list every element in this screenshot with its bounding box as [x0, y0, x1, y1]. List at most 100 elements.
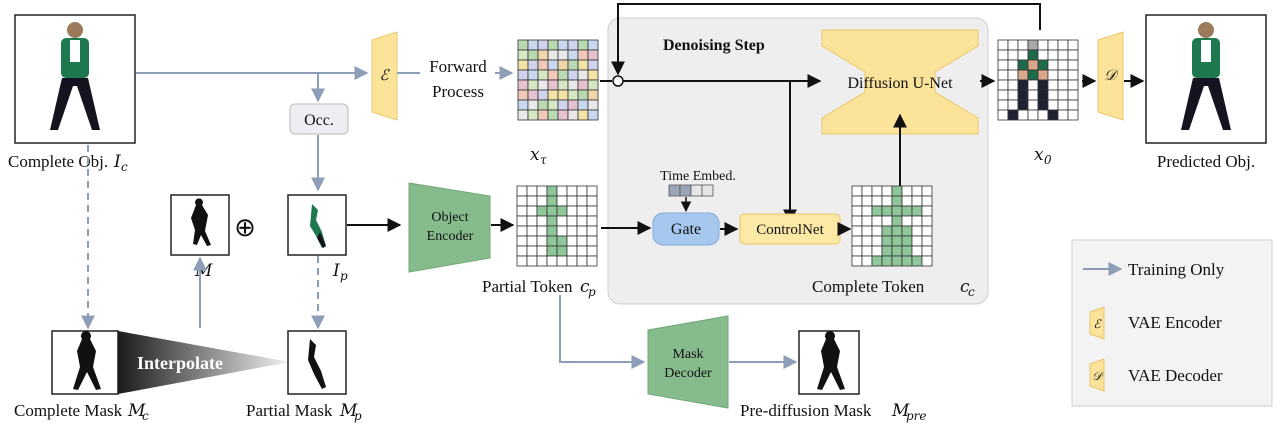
grid-cell — [526, 225, 538, 237]
grid-cell — [851, 215, 863, 227]
grid-cell — [586, 245, 598, 257]
grid-cell — [1057, 49, 1069, 61]
complete-token-sub: c — [968, 285, 975, 299]
grid-cell — [1037, 99, 1049, 111]
grid-cell — [861, 185, 873, 197]
legend-encoder-symbol: ℰ — [1093, 317, 1102, 331]
grid-cell — [516, 185, 528, 197]
grid-cell — [901, 205, 913, 217]
grid-cell — [526, 245, 538, 257]
grid-cell — [576, 205, 588, 217]
grid-cell — [1047, 79, 1059, 91]
m-label: M — [194, 261, 213, 281]
grid-cell — [1047, 69, 1059, 81]
complete-token-math: c — [960, 277, 970, 297]
grid-cell — [517, 109, 529, 121]
grid-cell — [881, 235, 893, 247]
oplus-symbol: ⊕ — [234, 213, 256, 242]
grid-cell — [516, 195, 528, 207]
grid-cell — [1047, 89, 1059, 101]
grid-cell — [851, 245, 863, 257]
grid-cell — [516, 225, 528, 237]
grid-cell — [557, 69, 569, 81]
grid-cell — [537, 89, 549, 101]
grid-cell — [1027, 39, 1039, 51]
arrow-partial-to-mask-decoder — [559, 295, 646, 369]
grid-cell — [546, 255, 558, 267]
grid-cell — [536, 255, 548, 267]
grid-cell — [861, 245, 873, 257]
grid-cell — [546, 245, 558, 257]
grid-cell — [547, 69, 559, 81]
partial-token-grid — [516, 185, 598, 267]
grid-cell — [1067, 49, 1079, 61]
grid-cell — [1017, 49, 1029, 61]
gate-box — [652, 212, 720, 246]
grid-cell — [576, 215, 588, 227]
x0-label: x — [1034, 145, 1044, 165]
grid-cell — [577, 89, 589, 101]
grid-cell — [577, 69, 589, 81]
grid-cell — [577, 49, 589, 61]
x-tau-label: x — [530, 145, 540, 165]
grid-cell — [576, 235, 588, 247]
grid-cell — [1017, 69, 1029, 81]
grid-cell — [526, 215, 538, 227]
grid-cell — [881, 245, 893, 257]
grid-cell — [516, 245, 528, 257]
grid-cell — [1007, 49, 1019, 61]
grid-cell — [556, 185, 568, 197]
grid-cell — [1037, 79, 1049, 91]
grid-cell — [881, 225, 893, 237]
loop-back-arrow — [611, 3, 1041, 76]
legend-encoder-icon — [1089, 306, 1105, 340]
x-tau-noisy-grid — [517, 39, 599, 121]
grid-cell — [861, 215, 873, 227]
prediffusion-mask-label: Pre-diffusion Mask — [740, 401, 872, 420]
occ-label: Occ. — [304, 112, 334, 129]
vae-decoder-symbol: 𝒟 — [1104, 66, 1119, 84]
grid-cell — [1007, 69, 1019, 81]
grid-cell — [1037, 49, 1049, 61]
grid-cell — [891, 235, 903, 247]
grid-cell — [1067, 69, 1079, 81]
prediffusion-mask-sub: pre — [906, 409, 927, 423]
grid-cell — [921, 195, 933, 207]
grid-cell — [536, 205, 548, 217]
legend-vae-decoder: VAE Decoder — [1128, 366, 1223, 385]
mask-decoder-label-1: Mask — [672, 347, 703, 362]
grid-cell — [1037, 59, 1049, 71]
grid-cell — [556, 225, 568, 237]
grid-cell — [567, 99, 579, 111]
grid-cell — [576, 185, 588, 197]
forward-label-1: Forward — [429, 57, 487, 76]
mask-m-image — [170, 194, 230, 256]
grid-cell — [1027, 99, 1039, 111]
object-encoder-shape — [408, 182, 491, 273]
grid-cell — [546, 215, 558, 227]
grid-cell — [577, 59, 589, 71]
denoising-step-label: Denoising Step — [663, 37, 765, 54]
complete-obj-label: Complete Obj. — [8, 152, 108, 171]
grid-cell — [997, 109, 1009, 121]
grid-cell — [881, 185, 893, 197]
partial-image-ip — [287, 194, 347, 256]
grid-cell — [527, 99, 539, 111]
grid-cell — [516, 215, 528, 227]
controlnet-label: ControlNet — [756, 222, 824, 238]
prediffusion-mask-math: M — [891, 401, 910, 421]
x-tau-sub: τ — [540, 153, 547, 167]
grid-cell — [557, 79, 569, 91]
grid-cell — [891, 215, 903, 227]
grid-cell — [526, 235, 538, 247]
grid-cell — [1017, 79, 1029, 91]
grid-cell — [1037, 69, 1049, 81]
grid-cell — [881, 215, 893, 227]
grid-cell — [567, 109, 579, 121]
grid-cell — [997, 69, 1009, 81]
grid-cell — [586, 255, 598, 267]
grid-cell — [861, 225, 873, 237]
grid-cell — [1027, 89, 1039, 101]
grid-cell — [891, 255, 903, 267]
grid-cell — [536, 235, 548, 247]
